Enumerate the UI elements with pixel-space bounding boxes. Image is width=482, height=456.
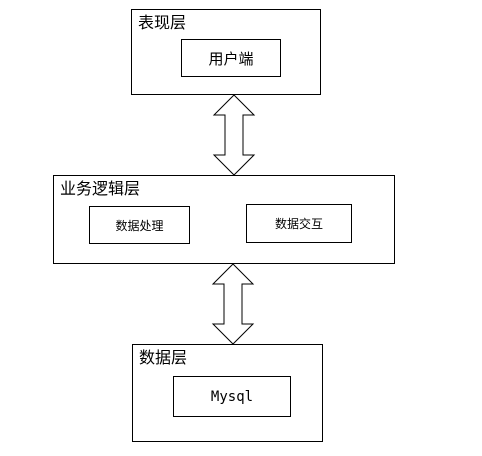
data-layer: 数据层 Mysql: [132, 344, 323, 442]
mysql-box: Mysql: [173, 376, 291, 417]
presentation-layer-title: 表现层: [138, 13, 187, 32]
data-layer-title: 数据层: [139, 348, 188, 367]
data-processing-box: 数据处理: [89, 206, 190, 244]
double-arrow-top: [212, 94, 256, 176]
double-arrow-bottom: [211, 263, 255, 345]
data-interaction-box: 数据交互: [246, 204, 352, 243]
client-box: 用户端: [181, 39, 281, 77]
business-logic-layer: 业务逻辑层 数据处理 数据交互: [53, 175, 395, 264]
presentation-layer: 表现层 用户端: [131, 9, 321, 95]
business-logic-layer-title: 业务逻辑层: [60, 179, 141, 198]
